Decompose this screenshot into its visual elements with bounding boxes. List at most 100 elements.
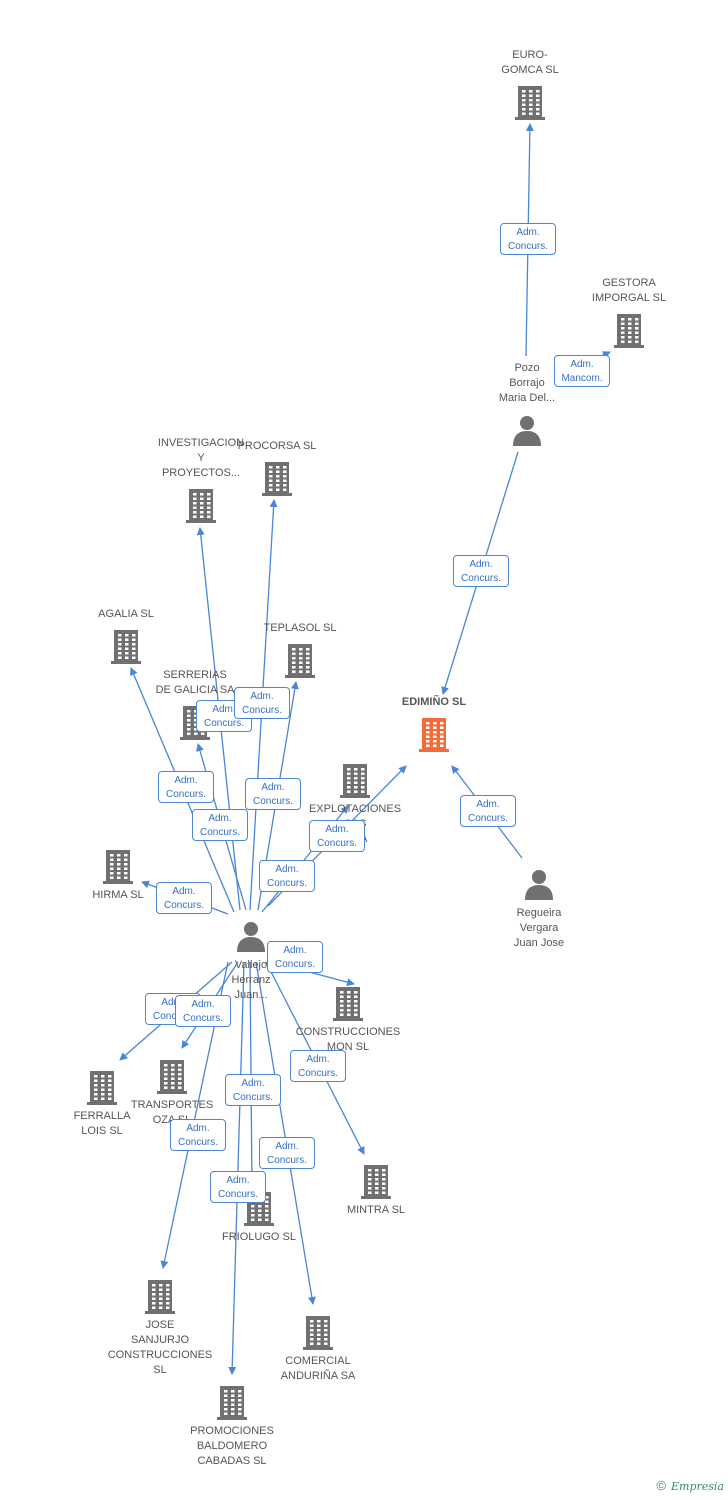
company-node-hirma[interactable]: HIRMA SL	[58, 848, 178, 901]
relation-type: Concurs.	[467, 813, 508, 824]
company-label-ferralla: FERRALLA LOIS SL	[73, 1110, 131, 1137]
relation-role: Adm.	[226, 1175, 250, 1186]
company-label-gestora: GESTORA IMPORGAL SL	[591, 277, 667, 304]
relation-badge-pozo-edimino[interactable]: Adm. Concurs.	[453, 555, 509, 587]
relation-badge-vallejo-agalia[interactable]: Adm.Concurs.	[158, 771, 214, 803]
person-label-vallejo: Vallejo Herranz Juan...	[231, 959, 271, 1001]
building-icon	[102, 848, 134, 884]
relation-type: Concurs.	[203, 718, 244, 729]
person-node-vallejo[interactable]: Vallejo Herranz Juan...	[191, 918, 311, 1001]
relation-badge-vallejo-construcciones[interactable]: Adm.Concurs.	[267, 941, 323, 973]
relation-badge-vallejo-transportes[interactable]: Adm.Concurs.	[175, 995, 231, 1027]
relation-type: Concurs.	[177, 1137, 218, 1148]
relation-badge-pozo-gestora[interactable]: Adm. Mancom.	[554, 355, 610, 387]
building-icon	[332, 985, 364, 1021]
relation-badge-vallejo-teplasol[interactable]: Adm.Concurs.	[245, 778, 301, 810]
relation-type: Concurs.	[163, 900, 204, 911]
company-label-euro: EURO- GOMCA SL	[501, 49, 559, 76]
company-node-mintra[interactable]: MINTRA SL	[316, 1163, 436, 1216]
person-node-pozo[interactable]: Pozo Borrajo Maria Del...	[467, 362, 587, 448]
building-icon	[216, 1384, 248, 1420]
company-label-hirma: HIRMA SL	[92, 889, 144, 901]
company-node-gestora[interactable]: GESTORA IMPORGAL SL	[569, 277, 689, 348]
relation-link-vallejo-comercial	[255, 961, 316, 1305]
building-icon	[284, 642, 316, 678]
company-label-investigacion: INVESTIGACION Y PROYECTOS...	[157, 437, 245, 479]
relation-type: Concurs.	[274, 959, 315, 970]
relation-badge-vallejo-explotaciones[interactable]: Adm. Concurs.	[259, 860, 315, 892]
relation-badge-vallejo-comercial[interactable]: Adm.Concurs.	[259, 1137, 315, 1169]
relation-badge-vallejo-procorsa[interactable]: Adm. Concurs.	[234, 687, 290, 719]
company-node-promociones[interactable]: PROMOCIONES BALDOMERO CABADAS SL	[172, 1384, 292, 1467]
company-label-serrerias: SERRERIAS DE GALICIA SA	[155, 669, 235, 696]
relation-badge-vallejo-hirma[interactable]: Adm. Concurs.	[156, 882, 212, 914]
company-label-mintra: MINTRA SL	[346, 1204, 406, 1216]
relation-role: Adm.	[212, 704, 236, 715]
company-node-teplasol[interactable]: TEPLASOL SL	[240, 622, 360, 678]
company-node-euro[interactable]: EURO- GOMCA SL	[470, 49, 590, 120]
relation-type: Mancom.	[561, 373, 603, 384]
relation-role: Adm.	[208, 813, 232, 824]
relation-type: Concurs.	[199, 827, 240, 838]
company-label-jose: JOSE SANJURJO CONSTRUCCIONES SL	[107, 1319, 213, 1376]
building-icon	[339, 762, 371, 798]
relation-role: Adm.	[570, 359, 594, 370]
company-node-explotaciones[interactable]: EXPLOTACIONES CAS S SA	[295, 762, 415, 845]
company-node-procorsa[interactable]: PROCORSA SL	[217, 440, 337, 496]
building-icon	[185, 487, 217, 523]
person-label-pozo: Pozo Borrajo Maria Del...	[498, 362, 556, 404]
building-icon	[360, 1163, 392, 1199]
relation-link-vallejo-promociones	[228, 961, 245, 1375]
relation-badge-vallejo-mintra[interactable]: Adm.Concurs.	[290, 1050, 346, 1082]
building-icon	[514, 84, 546, 120]
relation-type: Concurs.	[182, 1013, 223, 1024]
relation-role: Adm.	[174, 775, 198, 786]
relation-type: Concurs.	[266, 878, 307, 889]
relation-badge-vallejo-jose[interactable]: Adm.Concurs.	[170, 1119, 226, 1151]
building-icon	[156, 1058, 188, 1094]
company-label-promociones: PROMOCIONES BALDOMERO CABADAS SL	[190, 1425, 274, 1467]
relation-type: Concurs.	[152, 1011, 193, 1022]
relation-type: Concurs.	[241, 705, 282, 716]
relation-type: Concurs.	[460, 573, 501, 584]
company-label-agalia: AGALIA SL	[98, 608, 154, 620]
company-node-investigacion[interactable]: INVESTIGACION Y PROYECTOS...	[141, 437, 261, 523]
person-icon	[511, 412, 543, 448]
brand-logo: Empresia	[671, 1480, 724, 1493]
person-icon	[523, 866, 555, 902]
company-label-procorsa: PROCORSA SL	[237, 440, 317, 452]
building-icon	[86, 1069, 118, 1105]
relation-badge-vallejo-serrerias[interactable]: Adm. Concurs.	[192, 809, 248, 841]
relation-role: Adm.	[172, 886, 196, 897]
relation-role: Adm.	[275, 864, 299, 875]
company-node-agalia[interactable]: AGALIA SL	[66, 608, 186, 664]
person-node-regueira[interactable]: Regueira Vergara Juan Jose	[479, 866, 599, 949]
company-node-comercial[interactable]: COMERCIAL ANDURIÑA SA	[258, 1314, 378, 1382]
relation-badge-pozo-euro[interactable]: Adm.Concurs.	[500, 223, 556, 255]
relation-badge-regueira-edimino[interactable]: Adm.Concurs.	[460, 795, 516, 827]
company-node-edimino[interactable]: EDIMIÑO SL	[374, 696, 494, 752]
building-icon	[613, 312, 645, 348]
relation-role: Adm.	[306, 1054, 330, 1065]
relation-role: Adm.	[241, 1078, 265, 1089]
relation-type: Concurs.	[507, 241, 548, 252]
relation-badge-vallejo-promociones[interactable]: Adm.Concurs.	[210, 1171, 266, 1203]
relation-role: Adm.	[469, 559, 493, 570]
relation-role: Adm.	[325, 824, 349, 835]
company-label-edimino: EDIMIÑO SL	[401, 696, 467, 708]
relation-type: Concurs.	[266, 1155, 307, 1166]
company-node-transportes[interactable]: TRANSPORTES OZA SL	[112, 1058, 232, 1126]
company-label-transportes: TRANSPORTES OZA SL	[130, 1099, 214, 1126]
building-icon	[418, 716, 450, 752]
company-label-comercial: COMERCIAL ANDURIÑA SA	[280, 1355, 356, 1382]
company-node-jose[interactable]: JOSE SANJURJO CONSTRUCCIONES SL	[100, 1278, 220, 1376]
relation-badge-vallejo-edimino[interactable]: Adm.Concurs.	[309, 820, 365, 852]
relation-role: Adm.	[261, 782, 285, 793]
building-icon	[261, 460, 293, 496]
company-node-ferralla[interactable]: FERRALLA LOIS SL	[42, 1069, 162, 1137]
person-icon	[235, 918, 267, 954]
relation-badge-vallejo-friolugo[interactable]: Adm.Concurs.	[225, 1074, 281, 1106]
footer-brand: © Empresia	[656, 1478, 724, 1493]
relation-role: Adm.	[250, 691, 274, 702]
